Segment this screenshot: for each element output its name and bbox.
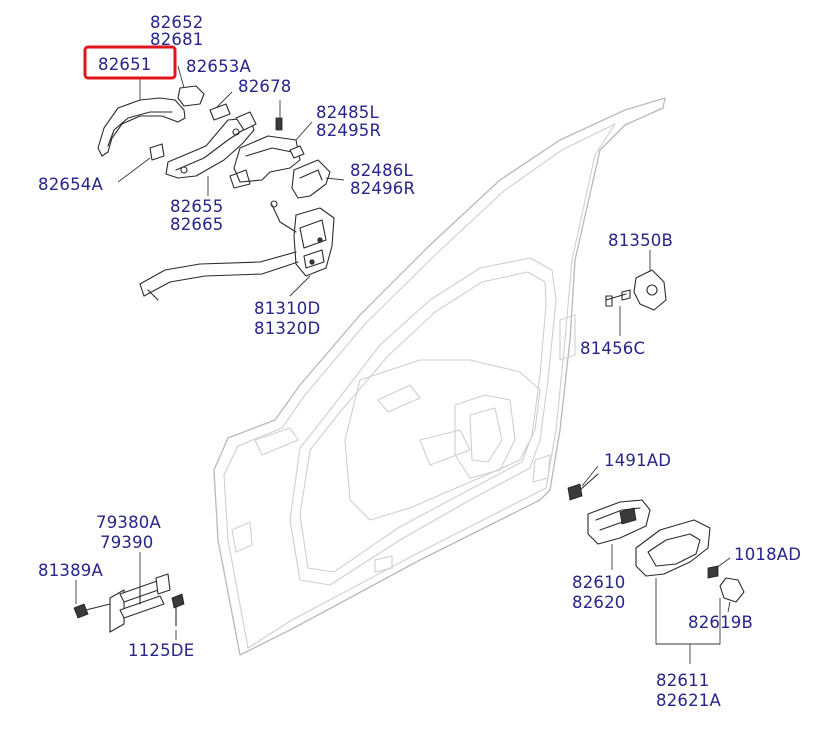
rod-cover-icon bbox=[229, 135, 305, 189]
bracket-icon bbox=[291, 159, 331, 199]
door-check-icon bbox=[73, 573, 185, 633]
outside-handle-icon bbox=[97, 85, 283, 161]
label-82652[interactable]: 82652 bbox=[150, 13, 204, 32]
label-81389A[interactable]: 81389A bbox=[38, 561, 103, 580]
label-1125DE[interactable]: 1125DE bbox=[128, 641, 194, 660]
label-79380A[interactable]: 79380A bbox=[96, 513, 161, 532]
leader-lines bbox=[75, 65, 731, 664]
label-82678[interactable]: 82678 bbox=[238, 77, 292, 96]
label-1018AD[interactable]: 1018AD bbox=[734, 545, 801, 564]
label-82619B[interactable]: 82619B bbox=[688, 613, 753, 632]
striker-icon bbox=[605, 269, 667, 311]
label-82665[interactable]: 82665 bbox=[170, 215, 224, 234]
label-81350B[interactable]: 81350B bbox=[608, 231, 673, 250]
label-82651[interactable]: 82651 bbox=[98, 55, 152, 74]
label-82654A[interactable]: 82654A bbox=[38, 175, 103, 194]
label-82611[interactable]: 82611 bbox=[656, 671, 710, 690]
label-79390[interactable]: 79390 bbox=[100, 533, 154, 552]
label-82496R[interactable]: 82496R bbox=[350, 179, 415, 198]
label-82621A[interactable]: 82621A bbox=[656, 691, 721, 710]
label-82620[interactable]: 82620 bbox=[572, 593, 626, 612]
handle-frame-icon bbox=[165, 111, 257, 179]
label-1491AD[interactable]: 1491AD bbox=[604, 451, 671, 470]
label-81310D[interactable]: 81310D bbox=[254, 299, 320, 318]
label-82485L[interactable]: 82485L bbox=[316, 103, 379, 122]
label-82610[interactable]: 82610 bbox=[572, 573, 626, 592]
label-82495R[interactable]: 82495R bbox=[316, 121, 381, 140]
label-82486L[interactable]: 82486L bbox=[350, 161, 413, 180]
label-81456C[interactable]: 81456C bbox=[580, 339, 645, 358]
label-82653A[interactable]: 82653A bbox=[186, 57, 251, 76]
bolt-icon bbox=[567, 473, 599, 501]
door-latch-icon bbox=[139, 200, 335, 301]
label-82681[interactable]: 82681 bbox=[150, 30, 204, 49]
door-panel-icon bbox=[213, 97, 666, 656]
inside-handle-icon bbox=[587, 499, 745, 603]
label-82655[interactable]: 82655 bbox=[170, 197, 224, 216]
highlight-box bbox=[83, 45, 177, 80]
label-81320D[interactable]: 81320D bbox=[254, 319, 320, 338]
labels: 82652 82681 82651 82653A 82678 82485L 82… bbox=[38, 13, 801, 710]
